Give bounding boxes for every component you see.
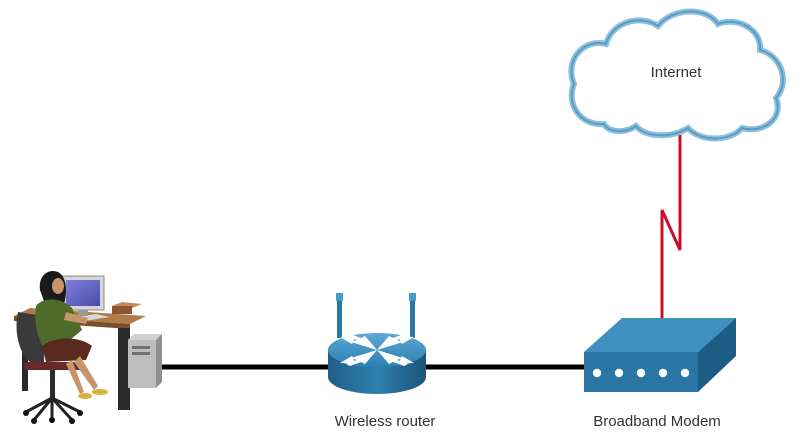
wireless-router-icon [328,293,426,394]
modem-led [636,368,646,378]
modem-led [680,368,690,378]
modem-led [592,368,602,378]
user-workstation-icon [14,270,162,424]
wireless-router-label: Wireless router [334,413,436,430]
link-modem-internet [660,132,682,320]
modem-led [658,368,668,378]
broadband-modem-label: Broadband Modem [593,413,721,430]
broadband-modem-icon [584,318,736,392]
cloud-icon [568,8,786,142]
internet-label: Internet [650,64,702,81]
modem-led [614,368,624,378]
